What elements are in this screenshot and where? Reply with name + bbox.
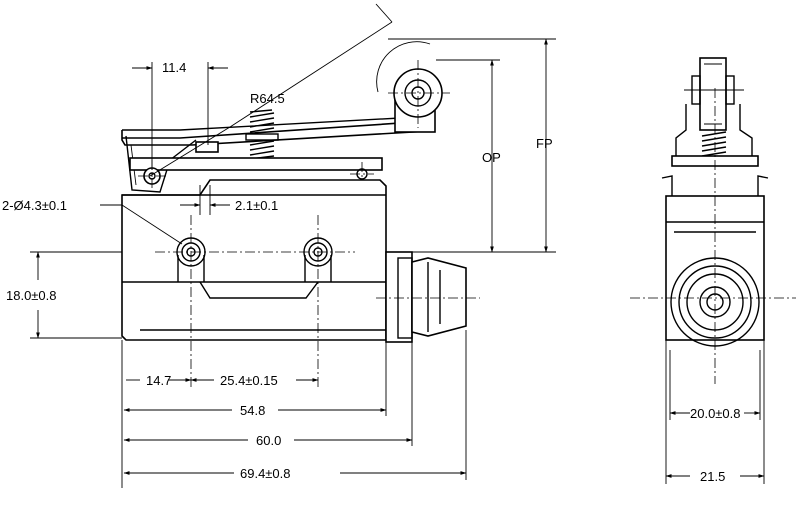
front-view bbox=[30, 3, 556, 488]
top-plate bbox=[129, 157, 383, 171]
op-label: OP bbox=[482, 150, 501, 165]
side-roller bbox=[699, 57, 727, 131]
dim-25-4-label: 25.4±0.15 bbox=[220, 373, 278, 388]
dim-18-0-label: 18.0±0.8 bbox=[6, 288, 57, 303]
switch-body bbox=[121, 179, 387, 341]
dim-69-4-label: 69.4±0.8 bbox=[240, 466, 291, 481]
dim-20-0-label: 20.0±0.8 bbox=[690, 406, 741, 421]
dim-60-0-label: 60.0 bbox=[256, 433, 281, 448]
dim-14-7-label: 14.7 bbox=[146, 373, 171, 388]
side-spring bbox=[701, 131, 727, 157]
dim-21-5-label: 21.5 bbox=[700, 469, 725, 484]
dim-2-1-label: 2.1±0.1 bbox=[235, 198, 278, 213]
spring bbox=[245, 109, 279, 160]
lever-arm-edge bbox=[122, 117, 401, 131]
radius-label: R64.5 bbox=[250, 91, 285, 106]
plunger-pad bbox=[195, 141, 219, 153]
roller-travel-arc bbox=[376, 41, 431, 93]
dim-54-8-label: 54.8 bbox=[240, 403, 265, 418]
lever-plate bbox=[125, 135, 197, 193]
hole-label: 2-Ø4.3±0.1 bbox=[2, 198, 67, 213]
fp-label: FP bbox=[536, 136, 553, 151]
side-connector bbox=[376, 251, 480, 343]
side-bracket bbox=[675, 104, 753, 160]
side-view bbox=[630, 57, 796, 484]
dim-11-4-label: 11.4 bbox=[162, 60, 186, 75]
